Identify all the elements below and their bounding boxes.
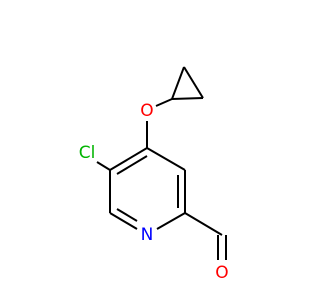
bond-c5-c4-inner — [116, 155, 148, 175]
bond-n-c6 — [109, 212, 138, 230]
bond-c2-n — [156, 212, 186, 230]
bond-c2-cho — [184, 212, 223, 236]
structure-diagram: Cl O N O — [79, 66, 229, 283]
chlorine-label: Cl — [79, 143, 96, 163]
bond-o-cyclopropyl — [155, 98, 173, 107]
bond-cp-b-c — [183, 66, 204, 99]
ether-oxygen-label: O — [140, 101, 153, 121]
ring-nitrogen-label: N — [141, 225, 154, 245]
aldehyde-oxygen-label: O — [215, 263, 228, 283]
bond-c5-cl — [96, 161, 111, 171]
bond-cp-c-a — [171, 97, 204, 100]
bond-c4-c3 — [146, 147, 186, 171]
bond-cp-a-b — [171, 66, 185, 100]
bond-c5-c4 — [109, 147, 148, 171]
bond-n-c6-inner — [116, 208, 138, 222]
